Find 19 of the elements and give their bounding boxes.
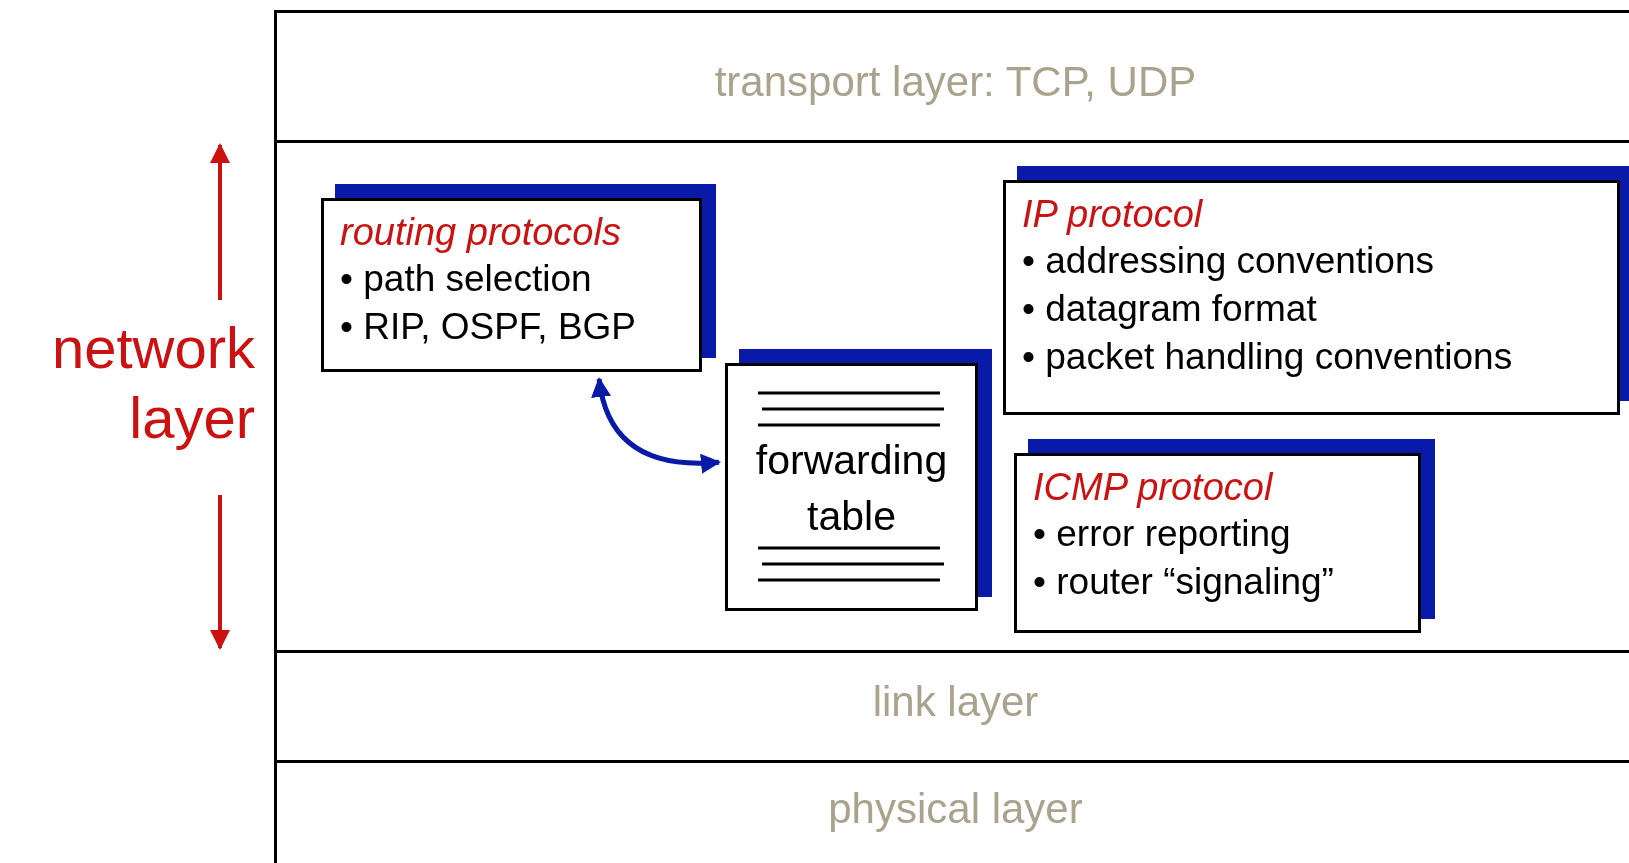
- layer-label: transport layer: TCP, UDP: [713, 58, 1198, 106]
- bullet-item: • addressing conventions: [1022, 239, 1434, 283]
- layer-label: physical layer: [827, 785, 1084, 833]
- bullet-item: • datagram format: [1022, 287, 1317, 331]
- box-heading: routing protocols: [340, 210, 621, 255]
- box-heading: IP protocol: [1022, 192, 1203, 237]
- bullet-item: • router “signaling”: [1033, 560, 1334, 604]
- layer-band: [274, 10, 1629, 142]
- double-arrow: [592, 377, 721, 474]
- layer-label: network layer: [50, 314, 255, 452]
- bullet-item: • RIP, OSPF, BGP: [340, 305, 637, 349]
- bullet-item: • path selection: [340, 257, 592, 301]
- layer-band: [274, 760, 1629, 863]
- bullet-item: • error reporting: [1033, 512, 1291, 556]
- bullet-item: • packet handling conventions: [1022, 335, 1513, 379]
- layer-label: link layer: [871, 678, 1040, 726]
- box-heading: ICMP protocol: [1033, 465, 1273, 510]
- layer-band: [274, 650, 1629, 762]
- table-label: forwarding table: [754, 436, 949, 541]
